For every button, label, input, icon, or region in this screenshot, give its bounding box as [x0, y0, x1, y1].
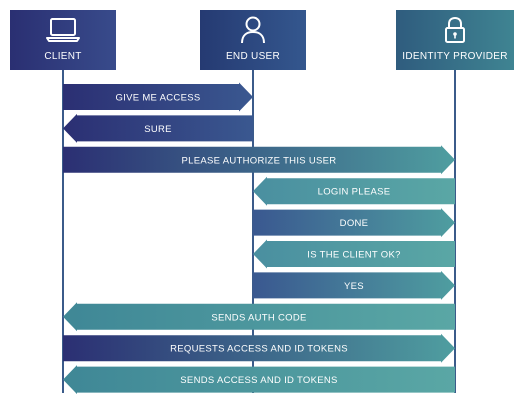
message-label: SENDS AUTH CODE [211, 312, 306, 323]
actor-label-client: CLIENT [44, 51, 82, 62]
message-label: REQUESTS ACCESS AND ID TOKENS [170, 344, 348, 355]
message-arrow [63, 302, 455, 332]
message-label: IS THE CLIENT OK? [307, 250, 400, 261]
actor-label-identity-provider: IDENTITY PROVIDER [402, 51, 508, 62]
actor-end-user: END USER [200, 10, 306, 70]
message-label: YES [344, 281, 364, 292]
actor-identity-provider: IDENTITY PROVIDER [396, 10, 514, 70]
message-arrow [253, 176, 455, 206]
user-icon [235, 15, 271, 45]
message-label: PLEASE AUTHORIZE THIS USER [182, 155, 337, 166]
message-arrow [253, 270, 455, 300]
message-arrow [253, 208, 455, 238]
message-arrow [63, 145, 455, 175]
actor-client: CLIENT [10, 10, 116, 70]
actor-label-end-user: END USER [225, 51, 281, 62]
message-label: DONE [340, 218, 369, 229]
laptop-icon [45, 15, 81, 45]
message-label: SURE [144, 124, 172, 135]
message-arrow [63, 365, 455, 395]
message-label: SENDS ACCESS AND ID TOKENS [180, 375, 337, 386]
message-arrow [63, 113, 253, 143]
message-arrows: GIVE ME ACCESS SURE PLEASE AUTHORIZE THIS … [63, 82, 455, 395]
message-arrow [63, 333, 455, 363]
lock-icon [437, 15, 473, 45]
message-arrow [253, 239, 455, 269]
message-arrow [63, 82, 253, 112]
message-label: LOGIN PLEASE [318, 187, 391, 198]
message-label: GIVE ME ACCESS [116, 93, 201, 104]
